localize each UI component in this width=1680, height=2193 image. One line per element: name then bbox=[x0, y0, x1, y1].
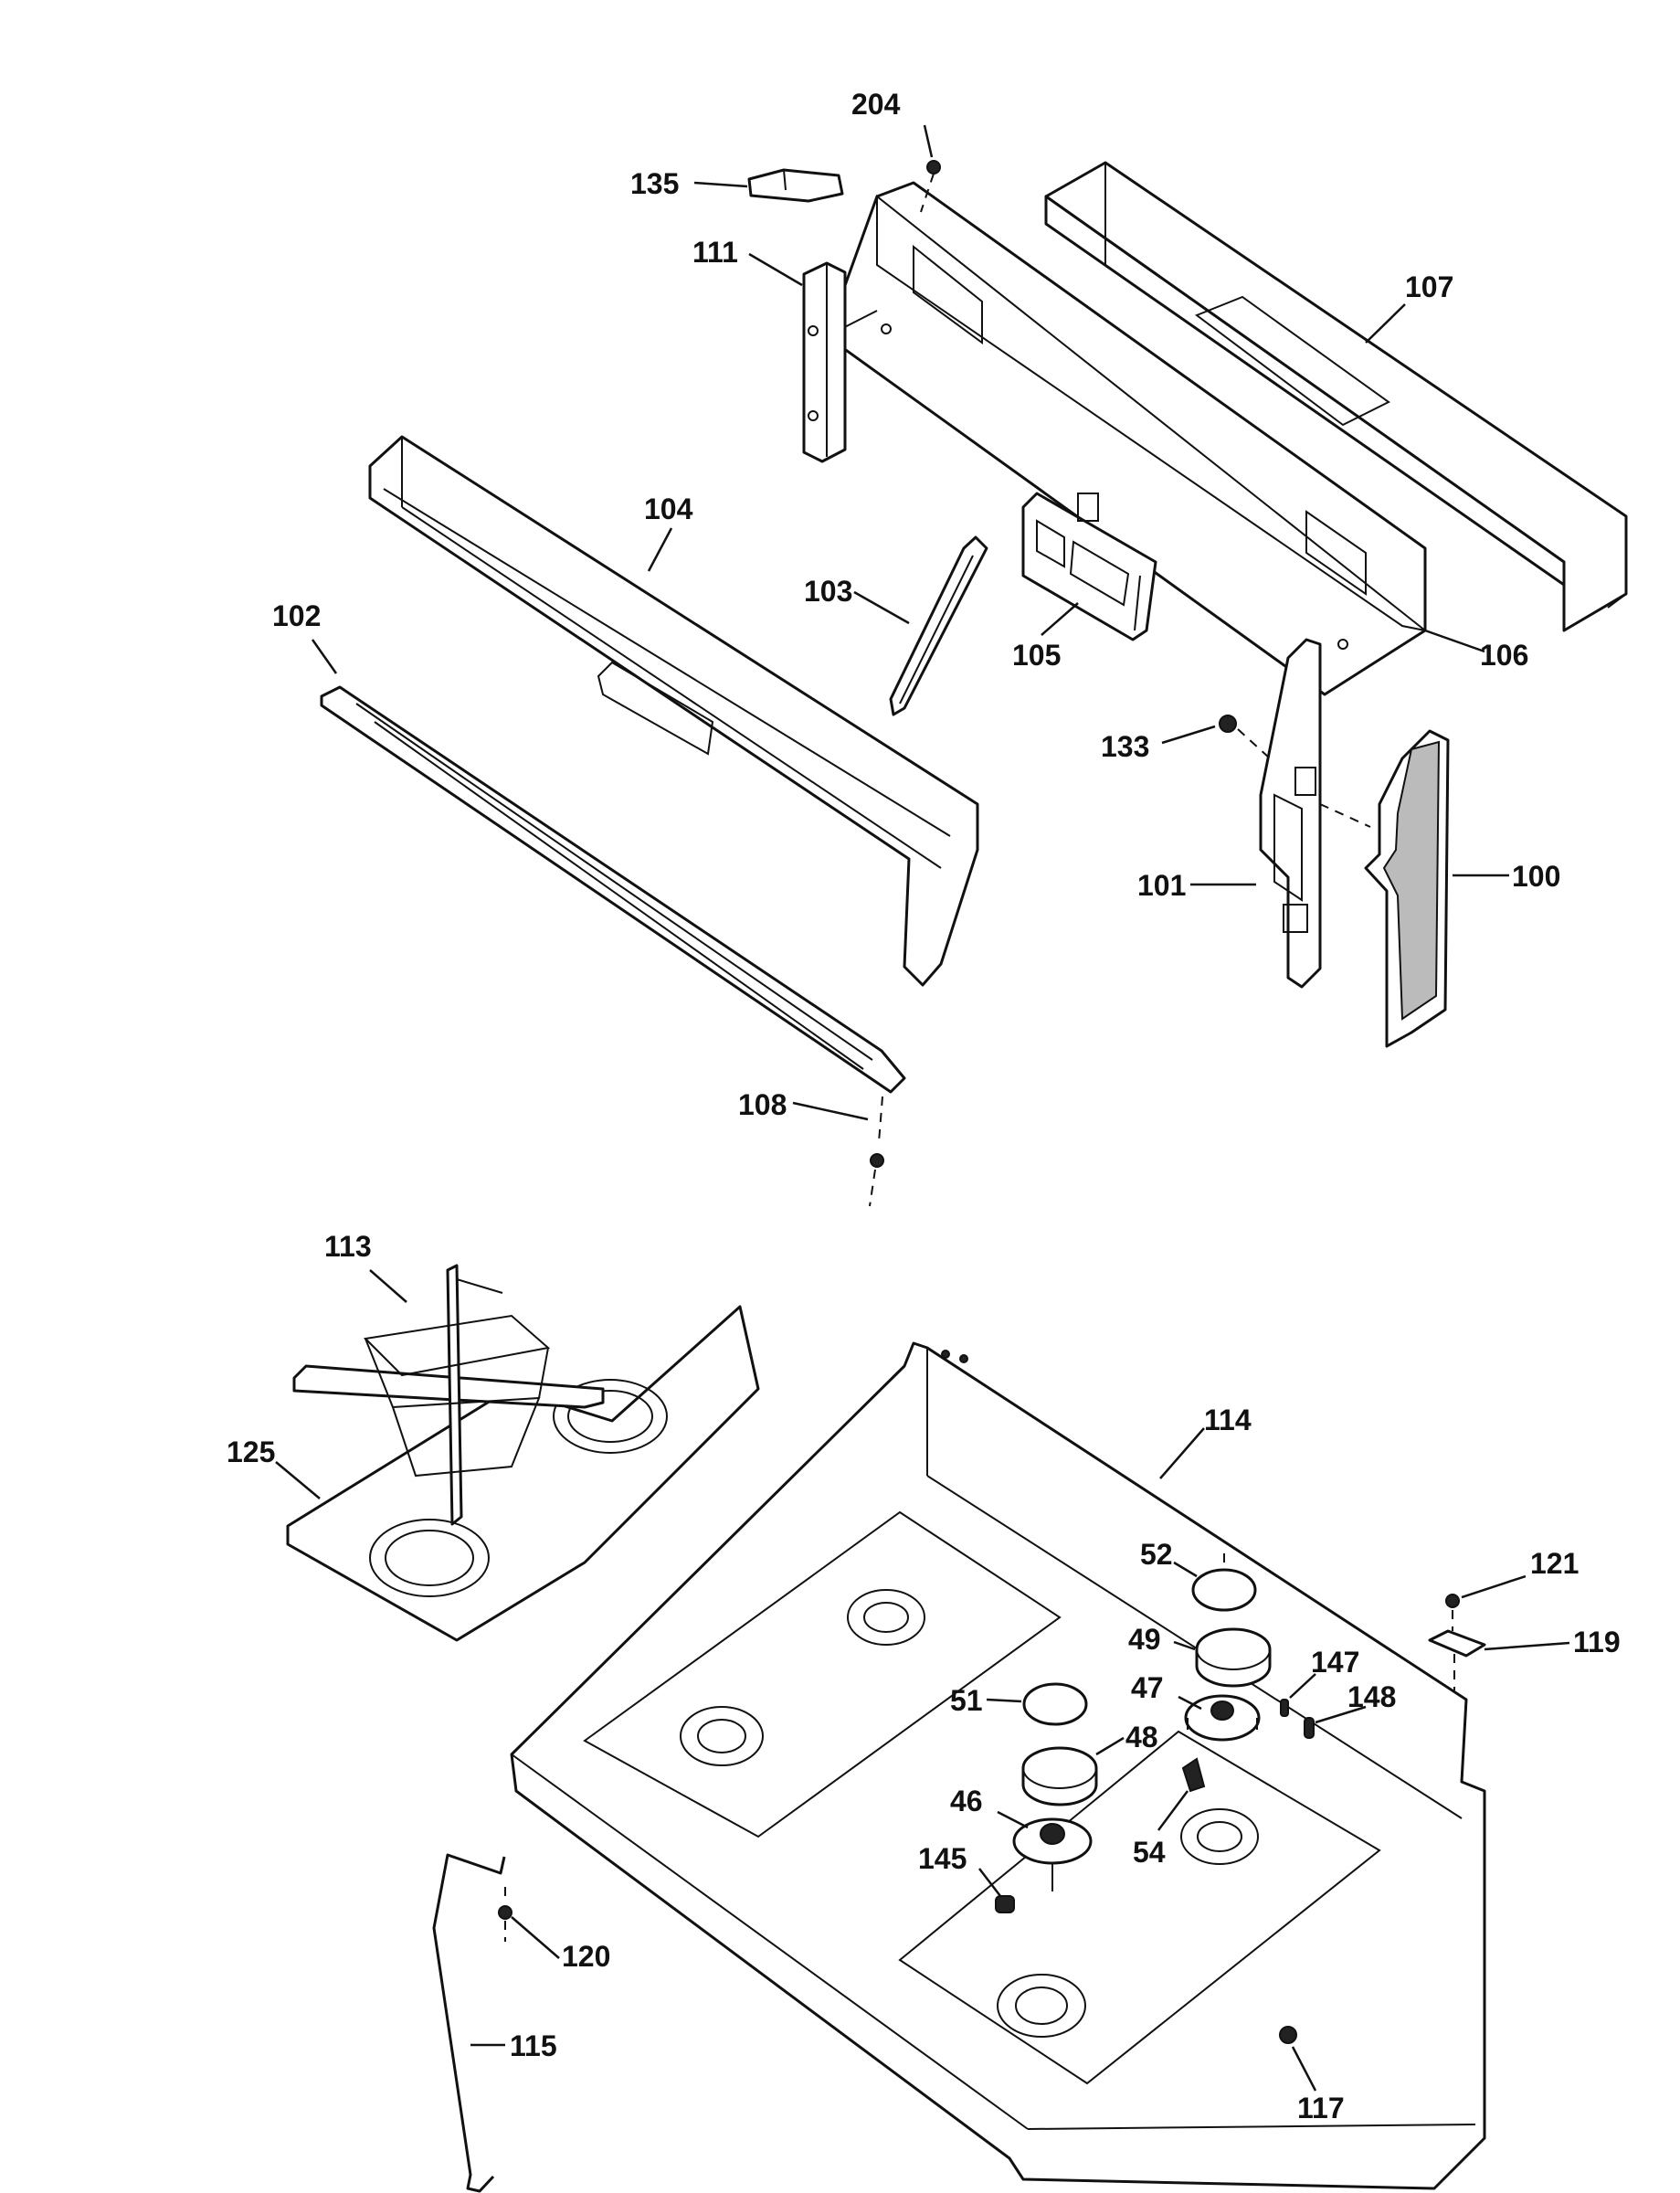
callout-47: 47 bbox=[1131, 1671, 1164, 1704]
callout-133: 133 bbox=[1101, 730, 1149, 763]
part-47-burner-base bbox=[1184, 1694, 1261, 1742]
part-107-rear-cover bbox=[1044, 161, 1628, 632]
part-135-clip bbox=[747, 168, 844, 203]
callout-108: 108 bbox=[738, 1088, 787, 1121]
callout-54: 54 bbox=[1133, 1836, 1166, 1869]
part-102-trim-strip bbox=[320, 685, 906, 1094]
part-147-electrode bbox=[1280, 1699, 1289, 1717]
callout-135: 135 bbox=[630, 167, 679, 200]
part-114-cooktop bbox=[510, 1341, 1486, 2190]
callout-120: 120 bbox=[562, 1940, 610, 1973]
callout-145: 145 bbox=[918, 1842, 967, 1875]
part-111-left-bracket bbox=[802, 261, 847, 463]
callout-104: 104 bbox=[644, 493, 693, 525]
callout-labels: 204 135 111 107 104 102 103 105 106 133 … bbox=[227, 88, 1621, 2124]
callout-102: 102 bbox=[272, 599, 321, 632]
callout-106: 106 bbox=[1480, 639, 1528, 672]
part-133-fastener bbox=[1219, 715, 1271, 759]
part-145-spacer bbox=[995, 1895, 1015, 1913]
part-105-clock-module bbox=[1021, 492, 1157, 641]
callout-114: 114 bbox=[1204, 1404, 1252, 1436]
part-120-screw bbox=[498, 1887, 512, 1942]
callout-204: 204 bbox=[851, 88, 901, 121]
callout-115: 115 bbox=[510, 2029, 557, 2062]
part-117-nut bbox=[1279, 2026, 1297, 2044]
part-115-rod bbox=[432, 1853, 506, 2193]
callout-125: 125 bbox=[227, 1436, 275, 1468]
callout-49: 49 bbox=[1128, 1623, 1161, 1656]
part-52-burner-cap bbox=[1191, 1553, 1257, 1612]
callout-101: 101 bbox=[1137, 869, 1186, 902]
part-108-screw bbox=[869, 1096, 884, 1207]
callout-46: 46 bbox=[950, 1785, 983, 1817]
callout-113: 113 bbox=[324, 1230, 372, 1263]
leader-lines bbox=[275, 124, 1570, 2092]
callout-48: 48 bbox=[1125, 1721, 1158, 1753]
callout-111: 111 bbox=[692, 236, 738, 269]
callout-119: 119 bbox=[1573, 1626, 1621, 1658]
part-104-control-panel bbox=[368, 435, 979, 987]
callout-105: 105 bbox=[1012, 639, 1061, 672]
part-106-panel-frame bbox=[825, 181, 1427, 696]
part-54-igniter bbox=[1181, 1757, 1206, 1793]
part-113-grate bbox=[292, 1264, 605, 1526]
part-119-bracket bbox=[1428, 1629, 1486, 1690]
callout-51: 51 bbox=[950, 1684, 983, 1717]
part-204-screw bbox=[920, 160, 941, 213]
callout-107: 107 bbox=[1405, 270, 1453, 303]
callout-103: 103 bbox=[804, 575, 852, 608]
callout-147: 147 bbox=[1311, 1646, 1359, 1679]
part-100-side-trim bbox=[1364, 729, 1450, 1048]
part-48-burner-head bbox=[1021, 1746, 1098, 1806]
callout-100: 100 bbox=[1512, 860, 1560, 893]
part-51-burner-cap bbox=[1022, 1682, 1088, 1726]
part-148-electrode bbox=[1304, 1717, 1315, 1739]
callout-52: 52 bbox=[1140, 1538, 1173, 1571]
part-101-right-bracket bbox=[1259, 638, 1371, 989]
part-121-screw bbox=[1445, 1594, 1460, 1631]
callout-121: 121 bbox=[1530, 1547, 1579, 1580]
callout-148: 148 bbox=[1347, 1680, 1396, 1713]
callout-117: 117 bbox=[1297, 2092, 1345, 2124]
part-103-brace bbox=[889, 535, 988, 716]
part-49-burner-head bbox=[1195, 1627, 1272, 1688]
part-46-burner-base bbox=[1012, 1817, 1093, 1891]
